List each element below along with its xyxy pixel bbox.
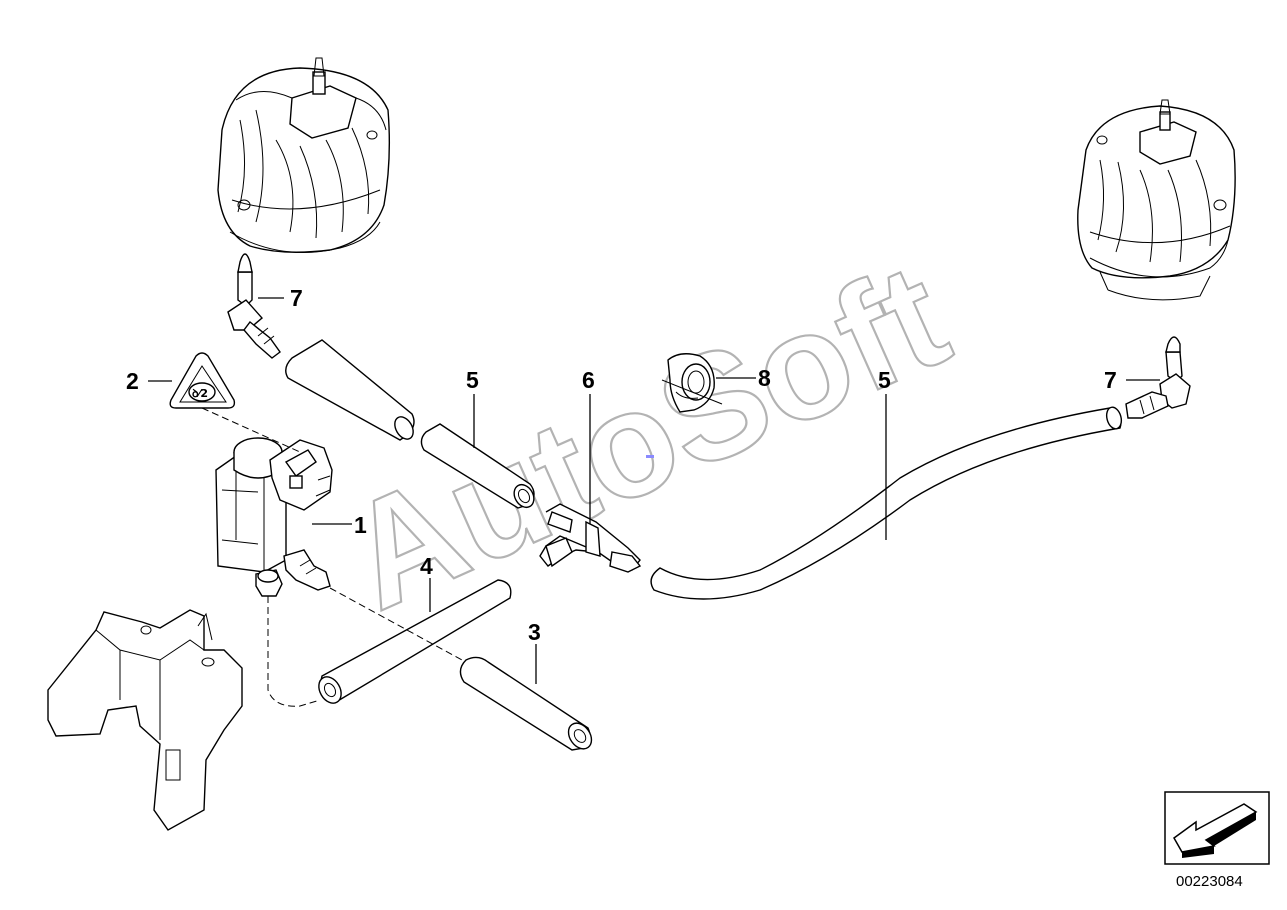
elbow-connector-right xyxy=(1125,336,1191,419)
hose-5-left xyxy=(285,339,415,441)
bracket xyxy=(47,609,243,831)
marker xyxy=(646,455,654,458)
watermark-text: AutoSoft xyxy=(323,230,970,641)
hose-4 xyxy=(318,579,512,704)
svg-text:ꝺ⁄2: ꝺ⁄2 xyxy=(192,387,208,400)
label-part-5-left: 5 xyxy=(466,367,479,393)
label-part-1: 1 xyxy=(354,512,367,538)
hose-clip xyxy=(661,353,723,413)
label-part-3: 3 xyxy=(528,619,541,645)
label-part-5-right: 5 xyxy=(878,367,891,393)
nav-arrow-box[interactable] xyxy=(1164,791,1270,865)
label-part-2: 2 xyxy=(126,368,139,394)
label-part-4: 4 xyxy=(420,553,433,579)
hose-5-middle xyxy=(420,423,535,509)
assembly-lines xyxy=(201,407,463,707)
label-part-8: 8 xyxy=(758,365,771,391)
engine-mount-right xyxy=(1077,99,1236,301)
warning-label: ꝺ⁄2 xyxy=(169,352,236,409)
leader-lines xyxy=(148,297,1160,684)
document-number: 00223084 xyxy=(1176,873,1243,890)
engine-mount-left xyxy=(217,57,391,253)
elbow-connector-left xyxy=(227,253,281,359)
label-part-6: 6 xyxy=(582,367,595,393)
label-part-7-right: 7 xyxy=(1104,367,1117,393)
hose-3 xyxy=(459,656,593,751)
solenoid-valve xyxy=(215,437,333,597)
t-connector xyxy=(539,503,642,573)
label-part-7-left: 7 xyxy=(290,285,303,311)
